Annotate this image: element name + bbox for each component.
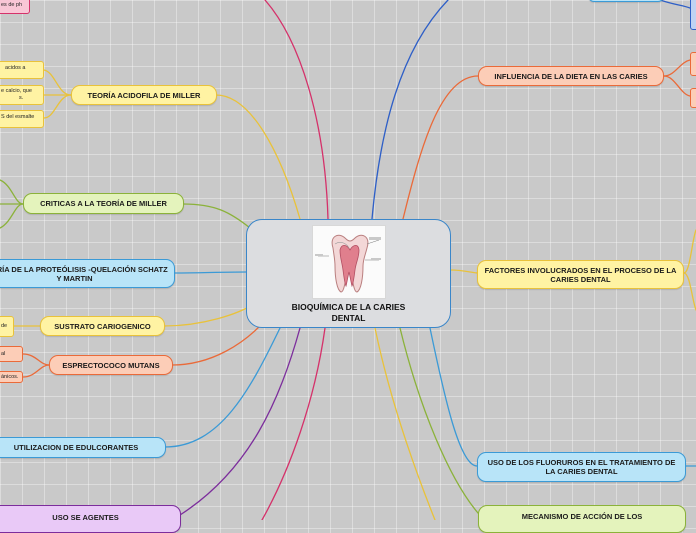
connector-teoria-acidofila (215, 94, 301, 220)
branch-agentes[interactable]: USO SE AGENTES (0, 505, 181, 533)
connector-proteolisis (174, 271, 247, 274)
connector-leaf-navy (659, 0, 691, 9)
leaf-navy-top[interactable] (690, 0, 696, 30)
leaf-label-line-1: e calcio, que (1, 88, 32, 95)
leaf-ph[interactable]: es de ph (0, 0, 30, 14)
branch-label: USO SE AGENTES (52, 513, 119, 522)
branch-label: USO DE LOS FLUORUROS EN EL TRATAMIENTO D… (487, 458, 676, 476)
branch-edulcorantes[interactable]: UTILIZACION DE EDULCORANTES (0, 437, 166, 458)
connector-leaf-factores-2 (683, 272, 696, 311)
leaf-strepto-1[interactable]: al (0, 346, 23, 362)
leaf-dieta-1[interactable] (690, 52, 696, 76)
leaf-label: acidos a (5, 65, 26, 71)
branch-dieta[interactable]: INFLUENCIA DE LA DIETA EN LAS CARIES (478, 66, 664, 86)
branch-mecanismo[interactable]: MECANISMO DE ACCIÓN DE LOS (478, 505, 686, 533)
connector-leaf-strepto-1 (22, 353, 50, 366)
branch-proteolisis[interactable]: TEORÍA DE LA PROTEÓLISIS -QUELACIÓN SCHA… (0, 259, 175, 288)
leaf-acidos[interactable]: acidos a (0, 61, 44, 79)
branch-streptococo[interactable]: ESPRECTOCOCO MUTANS (49, 355, 173, 375)
connector-leaf-acidos (43, 69, 72, 96)
leaf-dieta-2[interactable] (690, 88, 696, 108)
connector-leaf-dieta-1 (663, 59, 691, 77)
branch-label: ESPRECTOCOCO MUTANS (62, 360, 160, 370)
connector-factores (450, 269, 478, 274)
leaf-label: S del esmalte (1, 114, 35, 120)
connector-leaf-criticas-3 (0, 203, 24, 229)
leaf-label: ánicos. (1, 373, 19, 380)
branch-label: TEORÍA ACIDOFILA DE MILLER (87, 90, 201, 100)
connector-leaf-strepto-2 (22, 364, 50, 378)
leaf-label: al (1, 350, 6, 357)
connector-top-pink (264, 0, 329, 220)
leaf-sustrato[interactable]: de (0, 316, 14, 337)
leaf-strepto-2[interactable]: ánicos. (0, 371, 23, 383)
leaf-label-line-2: s. (19, 95, 24, 101)
connector-bottom-yellow (374, 327, 436, 520)
connector-leaf-factores-1 (683, 229, 696, 274)
branch-label: UTILIZACION DE EDULCORANTES (13, 443, 139, 452)
branch-factores[interactable]: FACTORES INVOLUCRADOS EN EL PROCESO DE L… (477, 260, 684, 289)
branch-criticas[interactable]: CRITICAS A LA TEORÍA DE MILLER (23, 193, 184, 214)
leaf-esmalte[interactable]: S del esmalte (0, 110, 44, 128)
connector-bottom-pink (261, 327, 326, 520)
connector-top-navy (371, 0, 449, 220)
branch-label: CRITICAS A LA TEORÍA DE MILLER (40, 199, 167, 208)
connector-leaf-dieta-2 (663, 75, 691, 97)
connector-leaf-criticas-1 (0, 179, 24, 205)
connector-mecanismo (399, 327, 479, 514)
connector-dieta (402, 75, 479, 220)
connector-edulcorantes (164, 327, 281, 448)
connector-criticas (182, 203, 251, 229)
connector-agentes (179, 327, 301, 516)
central-title: BIOQUÍMICA DE LA CARIES DENTAL (291, 302, 406, 323)
branch-label: TEORÍA DE LA PROTEÓLISIS -QUELACIÓN SCHA… (0, 264, 168, 283)
leaf-calcio[interactable]: e calcio, que s. (0, 85, 44, 105)
branch-sustrato[interactable]: SUSTRATO CARIOGENICO (40, 316, 165, 336)
branch-label: SUSTRATO CARIOGENICO (54, 321, 151, 331)
leaf-label: es de ph (1, 2, 23, 9)
leaf-label: de (1, 323, 8, 330)
branch-top-right-partial[interactable] (588, 0, 664, 2)
branch-label: MECANISMO DE ACCIÓN DE LOS (521, 512, 643, 521)
connector-leaf-esmalte (43, 94, 72, 119)
central-topic[interactable]: BIOQUÍMICA DE LA CARIES DENTAL (246, 219, 451, 328)
tooth-cross-section-icon (312, 225, 386, 299)
branch-label: INFLUENCIA DE LA DIETA EN LAS CARIES (494, 71, 648, 81)
branch-teoria-acidofila[interactable]: TEORÍA ACIDOFILA DE MILLER (71, 85, 217, 105)
branch-fluoruros[interactable]: USO DE LOS FLUORUROS EN EL TRATAMIENTO D… (477, 452, 686, 482)
connector-fluoruros (429, 327, 478, 467)
branch-label: FACTORES INVOLUCRADOS EN EL PROCESO DE L… (484, 265, 677, 284)
